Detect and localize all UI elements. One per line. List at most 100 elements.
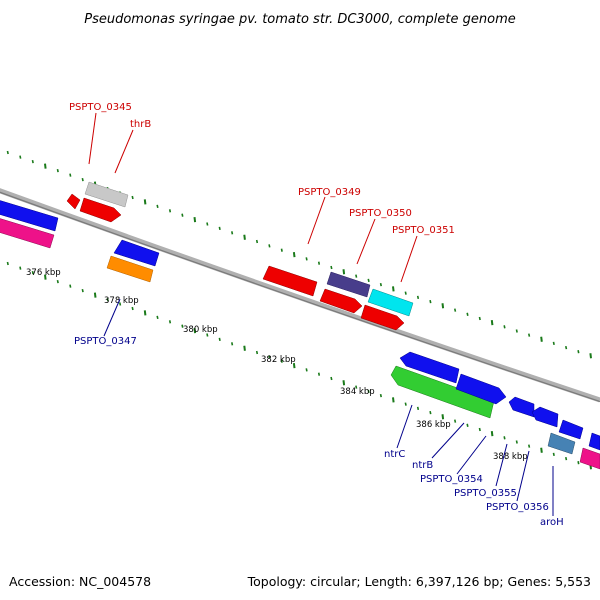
scale-tick <box>429 299 432 304</box>
inner-tick-track <box>6 261 592 470</box>
gene-feature[interactable] <box>399 351 460 384</box>
scale-tick <box>218 226 221 231</box>
gene-feature[interactable] <box>79 197 122 223</box>
gene-label-PSPTO_0347[interactable]: PSPTO_0347 <box>74 336 137 347</box>
scale-tick <box>168 320 172 324</box>
scale-tick <box>540 336 543 342</box>
scale-tick <box>503 325 506 329</box>
gene-feature[interactable] <box>367 288 414 317</box>
gene-label-PSPTO_0356[interactable]: PSPTO_0356 <box>486 502 549 513</box>
gene-label-PSPTO_0345[interactable]: PSPTO_0345 <box>69 102 132 113</box>
scale-tick <box>168 209 172 213</box>
scale-tick <box>392 286 395 292</box>
scale-tick <box>206 222 209 226</box>
scale-tick <box>540 447 543 453</box>
scale-tick <box>131 306 134 311</box>
gene-feature[interactable] <box>547 432 576 455</box>
scale-tick <box>441 303 445 309</box>
gene-label-aroH[interactable]: aroH <box>540 517 564 528</box>
scale-tick <box>31 159 34 164</box>
gene-feature[interactable] <box>508 396 535 418</box>
scale-tick <box>19 266 22 270</box>
gene-label-PSPTO_0351[interactable]: PSPTO_0351 <box>392 225 455 236</box>
scale-label-380: 380 kbp <box>183 325 218 335</box>
scale-tick <box>392 397 395 403</box>
scale-tick <box>255 239 259 244</box>
scale-tick <box>206 333 209 337</box>
scale-tick <box>466 423 469 427</box>
scale-tick <box>454 308 457 312</box>
gene-feature[interactable] <box>106 255 154 283</box>
gene-label-PSPTO_0350[interactable]: PSPTO_0350 <box>349 208 412 219</box>
scale-tick <box>478 427 481 432</box>
scale-tick <box>305 368 308 372</box>
scale-tick <box>565 456 568 461</box>
scale-tick <box>181 324 184 328</box>
scale-tick <box>355 385 358 389</box>
gene-feature[interactable] <box>326 271 371 298</box>
gene-label-ntrC[interactable]: ntrC <box>384 449 405 460</box>
scale-tick <box>305 257 308 261</box>
scale-tick <box>317 372 321 376</box>
scale-tick <box>404 291 407 295</box>
gene-feature[interactable] <box>0 217 55 249</box>
gene-label-thrB[interactable]: thrB <box>130 119 151 130</box>
scale-tick <box>143 310 147 316</box>
gene-feature[interactable] <box>84 181 129 208</box>
scale-tick <box>218 337 221 342</box>
scale-label-376: 376 kbp <box>26 268 61 278</box>
gene-feature[interactable] <box>360 304 405 331</box>
scale-tick <box>292 362 296 369</box>
scale-tick <box>330 265 333 270</box>
genome-summary-text: Topology: circular; Length: 6,397,126 bp… <box>247 574 591 589</box>
scale-tick <box>280 248 283 252</box>
scale-tick <box>231 231 234 235</box>
gene-feature[interactable] <box>0 199 59 232</box>
scale-tick <box>193 216 197 223</box>
scale-tick <box>367 278 370 283</box>
gene-feature[interactable] <box>588 432 600 451</box>
scale-tick <box>317 261 321 265</box>
scale-tick <box>454 419 457 423</box>
scale-tick <box>367 389 370 394</box>
gene-feature[interactable] <box>66 193 81 210</box>
gene-feature[interactable] <box>113 239 160 267</box>
scale-tick <box>429 410 432 415</box>
scale-tick <box>565 345 568 350</box>
scale-tick <box>44 163 47 169</box>
gene-label-PSPTO_0354[interactable]: PSPTO_0354 <box>420 474 483 485</box>
scale-tick <box>31 270 34 275</box>
scale-tick <box>156 204 159 209</box>
scale-tick <box>280 359 283 363</box>
gene-label-PSPTO_0355[interactable]: PSPTO_0355 <box>454 488 517 499</box>
genome-backbone <box>0 188 600 403</box>
gene-label-PSPTO_0349[interactable]: PSPTO_0349 <box>298 187 361 198</box>
gene-feature[interactable] <box>319 288 363 314</box>
scale-tick <box>292 251 296 258</box>
scale-label-382: 382 kbp <box>261 355 296 365</box>
scale-tick <box>416 406 420 411</box>
scale-tick <box>528 444 531 448</box>
scale-tick <box>6 261 9 266</box>
scale-tick <box>69 173 72 177</box>
scale-tick <box>355 274 358 278</box>
scale-tick <box>577 461 580 465</box>
gene-feature[interactable] <box>455 373 507 405</box>
gene-feature[interactable] <box>558 419 584 440</box>
scale-tick <box>6 150 9 155</box>
accession-text: Accession: NC_004578 <box>9 574 151 589</box>
scale-tick <box>577 350 580 354</box>
scale-tick <box>379 393 382 398</box>
scale-tick <box>106 297 109 302</box>
scale-tick <box>131 195 134 200</box>
scale-tick <box>490 319 494 326</box>
scale-tick <box>330 376 333 381</box>
scale-tick <box>490 430 494 437</box>
scale-labels: 376 kbp 378 kbp 380 kbp 382 kbp 384 kbp … <box>26 268 528 462</box>
gene-feature[interactable] <box>531 406 559 428</box>
scale-tick <box>193 327 197 334</box>
gene-feature[interactable] <box>579 447 600 470</box>
gene-label-ntrB[interactable]: ntrB <box>412 460 433 471</box>
gene-feature[interactable] <box>262 265 318 297</box>
